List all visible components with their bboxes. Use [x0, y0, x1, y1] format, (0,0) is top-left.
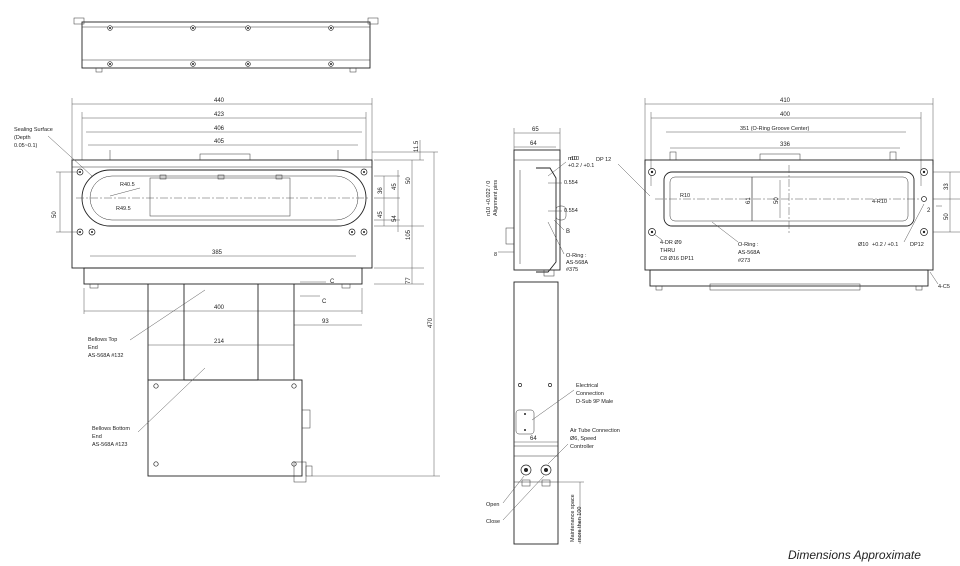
dim-93: 93: [322, 319, 329, 325]
label-n10-right: n10: [570, 156, 579, 162]
dim-0-554-a: 0.554: [564, 180, 578, 186]
label-air-tube-controller: Controller: [570, 444, 594, 450]
dim-405: 405: [214, 139, 225, 145]
label-bellows-top-end: End: [88, 345, 98, 351]
dim-64-b: 64: [530, 436, 537, 442]
label-n10: n10: [568, 156, 577, 162]
label-maintenance: Maintenance space: [570, 494, 576, 542]
label-sealing-surface: Sealing Surface: [14, 127, 53, 133]
dim-11-5: 11.5: [414, 140, 420, 152]
bellows-top: [147, 283, 295, 381]
label-oring-groove-center: 351 (O-Ring Groove Center): [740, 126, 810, 132]
label-thru: THRU: [660, 248, 675, 254]
right-top-view: 410 400 351 (O-Ring Groove Center) 336 R…: [570, 98, 960, 291]
label-air-tube-size: Ø6, Speed: [570, 436, 596, 442]
label-sealing-depth: (Depth: [14, 135, 31, 141]
label-bellows-top: Bellows Top: [88, 337, 117, 343]
bellows-bottom: [147, 379, 313, 483]
dim-33: 33: [944, 183, 950, 190]
dim-50-right-inner: 50: [774, 197, 780, 204]
dim-400-right: 400: [780, 112, 791, 118]
label-b: B: [566, 229, 570, 235]
label-oring-number: #375: [566, 267, 578, 273]
dim-50-a: 50: [406, 177, 412, 184]
label-maintenance-space: more then 100: [577, 507, 583, 542]
label-4-c5: 4-C5: [938, 284, 950, 290]
label-d10-tolerance: +0.2 / +0.1: [872, 242, 898, 248]
dim-336: 336: [780, 142, 791, 148]
label-n10-tolerance: +0.2 / +0.1: [568, 163, 594, 169]
dim-64-a: 64: [530, 141, 537, 147]
label-bellows-bottom: Bellows Bottom: [92, 426, 130, 432]
plate-bolts: [107, 25, 334, 67]
dim-385: 385: [212, 250, 223, 256]
label-c-1: C: [330, 279, 335, 285]
label-4-r10: 4-R10: [872, 199, 887, 205]
front-view: 440 423 406 405 R40.5 R49.5: [14, 98, 440, 483]
label-oring-right-number: #273: [738, 258, 750, 264]
label-bellows-top-oring: AS-568A #132: [88, 353, 123, 359]
label-open: Open: [486, 502, 499, 508]
dim-65: 65: [532, 127, 539, 133]
label-r10: R10: [680, 193, 690, 199]
label-c8-16-dp11: C8 Ø16 DP11: [660, 256, 694, 262]
label-dp12-right: DP12: [910, 242, 924, 248]
dim-45-b: 45: [378, 211, 384, 218]
dim-400: 400: [214, 305, 225, 311]
label-alignment-pins: Alignment pins: [493, 180, 499, 216]
dim-423: 423: [214, 112, 225, 118]
dim-45-a: 45: [392, 183, 398, 190]
label-air-tube: Air Tube Connection: [570, 428, 620, 434]
dim-36: 36: [378, 187, 384, 194]
label-bellows-bottom-oring: AS-568A #123: [92, 442, 127, 448]
top-view-plate: [73, 17, 379, 73]
dim-2: 2: [927, 208, 931, 214]
label-oring-right-spec: AS-568A: [738, 250, 760, 256]
dim-214: 214: [214, 339, 225, 345]
label-oring-spec: AS-568A: [566, 260, 588, 266]
label-close: Close: [486, 519, 500, 525]
dim-105: 105: [406, 229, 412, 240]
side-view: 65 64 0.554 0.554 n10 +0.2 / +0.1 DP 12 …: [486, 127, 620, 545]
dim-77: 77: [406, 277, 412, 284]
label-8: 8: [494, 252, 497, 258]
label-d10: Ø10: [858, 242, 868, 248]
label-oring-right: O-Ring :: [738, 242, 759, 248]
label-sealing-tolerance: 0.05~0.1): [14, 143, 38, 149]
label-electrical-dsub: D-Sub 9P Male: [576, 399, 613, 405]
label-electrical-connection: Connection: [576, 391, 604, 397]
label-c-2: C: [322, 299, 327, 305]
label-alignment-tolerance: n10 +0.022 / 0: [486, 181, 492, 216]
label-r40-5: R40.5: [120, 182, 135, 188]
dim-0-554-b: 0.554: [564, 208, 578, 214]
dim-440: 440: [214, 98, 225, 104]
label-bellows-bottom-end: End: [92, 434, 102, 440]
dim-50-right: 50: [944, 213, 950, 220]
label-electrical: Electrical: [576, 383, 598, 389]
label-4-dr-9: 4-DR Ø9: [660, 240, 682, 246]
dim-50-left: 50: [52, 211, 58, 218]
label-oring: O-Ring :: [566, 253, 587, 259]
dim-61: 61: [746, 197, 752, 204]
footer-note: Dimensions Approximate: [788, 548, 921, 562]
dim-410: 410: [780, 98, 791, 104]
label-r49-5: R49.5: [116, 206, 131, 212]
dim-406: 406: [214, 126, 225, 132]
label-dp12: DP 12: [596, 157, 611, 163]
dim-54: 54: [392, 215, 398, 222]
dim-470: 470: [428, 317, 434, 328]
